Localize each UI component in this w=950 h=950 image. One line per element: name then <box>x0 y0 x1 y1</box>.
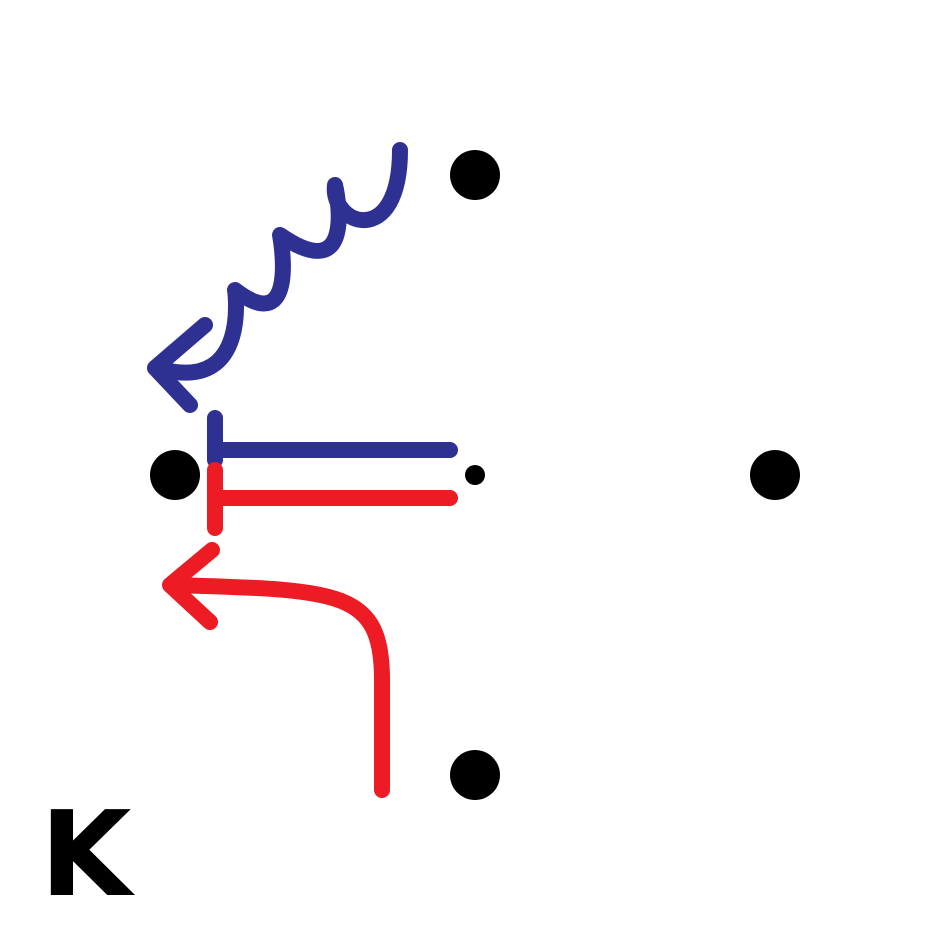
wavy-arrowhead <box>147 317 213 413</box>
wavy-arrow <box>157 142 408 381</box>
curved-arrow <box>167 577 390 798</box>
node-top <box>450 150 500 200</box>
node-bottom <box>450 750 500 800</box>
node-center <box>465 465 485 485</box>
node-left <box>150 450 200 500</box>
panel-label: K <box>40 785 136 923</box>
curved-arrowhead <box>162 542 220 630</box>
node-right <box>750 450 800 500</box>
